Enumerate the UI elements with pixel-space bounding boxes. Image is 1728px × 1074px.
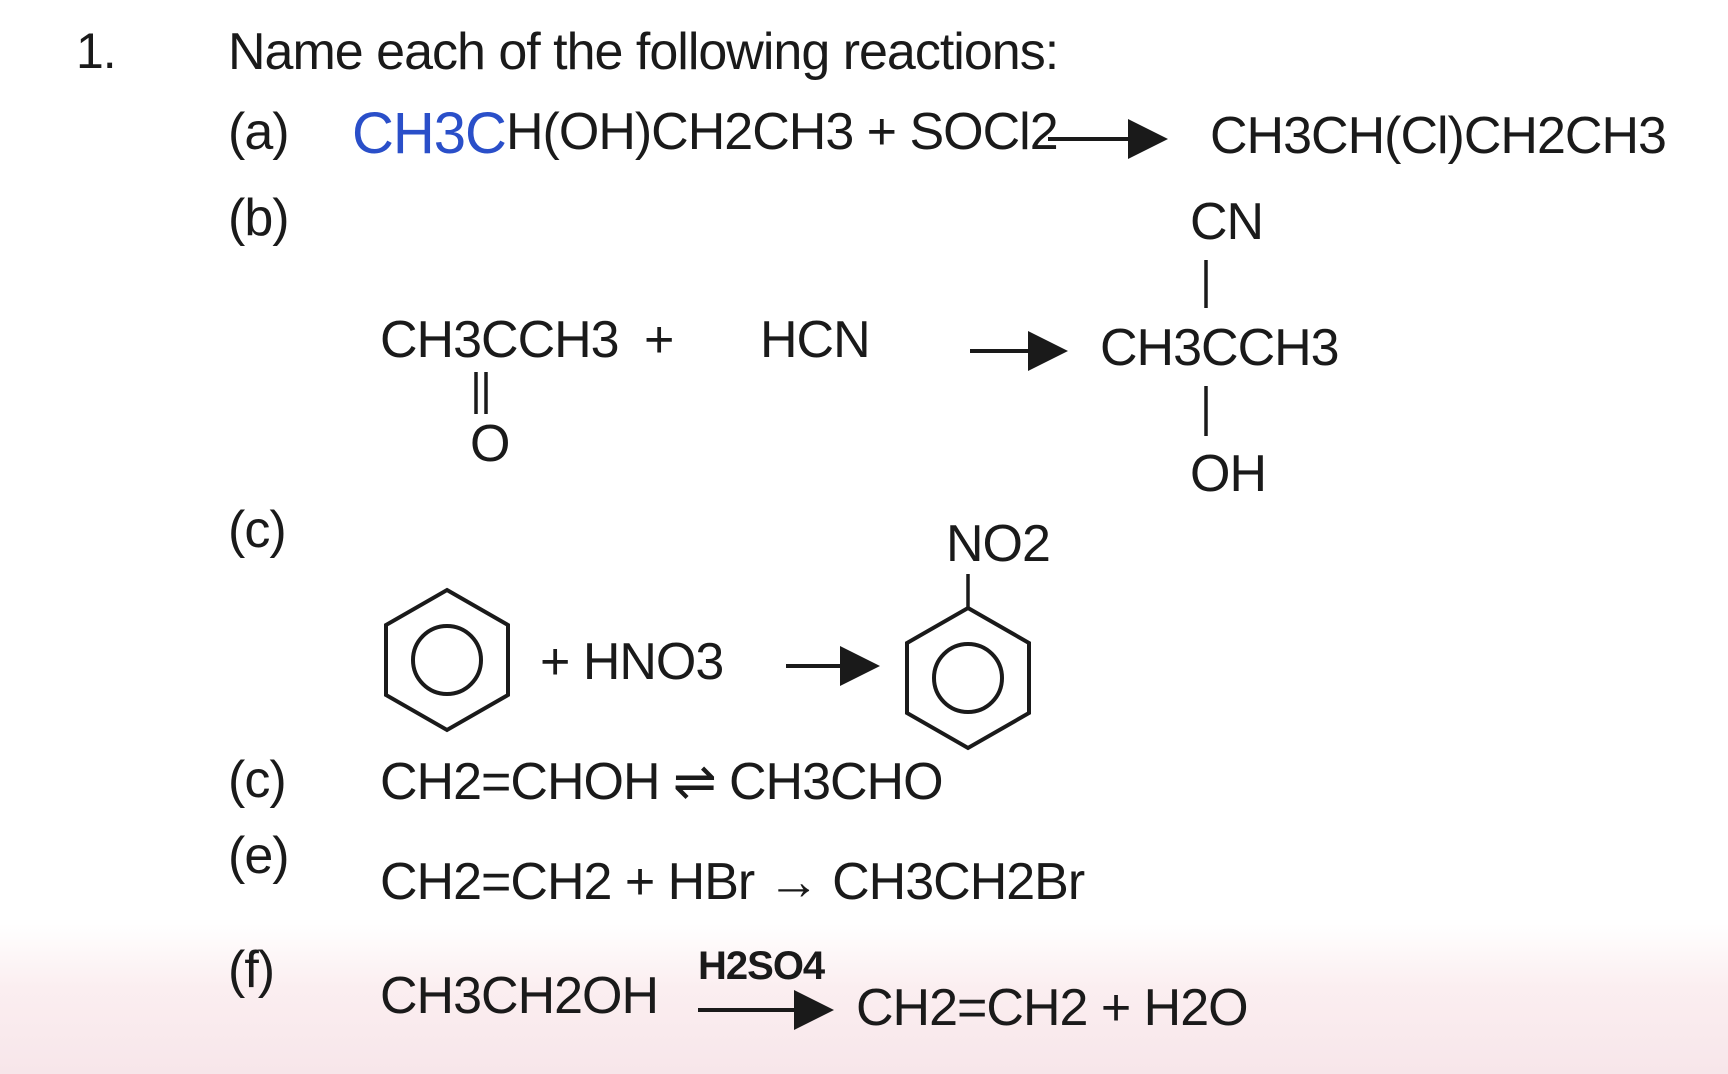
part-b-label: (b) [228, 189, 290, 247]
part-c1-reagent: + HNO3 [540, 633, 724, 691]
part-e-equation: CH2=CH2 + HBr → CH3CH2Br [380, 853, 1085, 911]
part-c2-equation: CH2=CHOH ⇌ CH3CHO [380, 753, 944, 811]
part-b-reactant1-oxygen: O [470, 415, 510, 473]
part-a-label: (a) [228, 103, 290, 161]
part-a-reactant-handwritten: CH3C [352, 101, 507, 166]
part-f-reactant: CH3CH2OH [380, 967, 659, 1025]
question-number: 1. [76, 23, 117, 79]
part-c2-label: (c) [228, 751, 287, 809]
part-e-label: (e) [228, 827, 290, 885]
part-f-product: CH2=CH2 + H2O [856, 979, 1249, 1037]
part-b-plus: + [644, 311, 674, 369]
benzene-ring-product [905, 605, 1031, 751]
part-b-product-top: CN [1190, 193, 1264, 251]
part-f-catalyst: H2SO4 [698, 944, 825, 988]
part-f-label: (f) [228, 941, 275, 999]
part-a-product: CH3CH(Cl)CH2CH3 [1210, 107, 1667, 165]
benzene-ring-reactant [384, 587, 510, 733]
part-b-reactant1: CH3CCH3 [380, 311, 620, 369]
part-b-reactant2: HCN [760, 311, 871, 369]
part-b-product-main: CH3CCH3 [1100, 319, 1340, 377]
part-a-reactant: H(OH)CH2CH3 + SOCl2 [506, 103, 1059, 161]
part-b-product-bottom: OH [1190, 445, 1267, 503]
part-c1-label: (c) [228, 501, 287, 559]
part-c1-substituent: NO2 [946, 515, 1051, 573]
question-prompt: Name each of the following reactions: [228, 23, 1059, 81]
